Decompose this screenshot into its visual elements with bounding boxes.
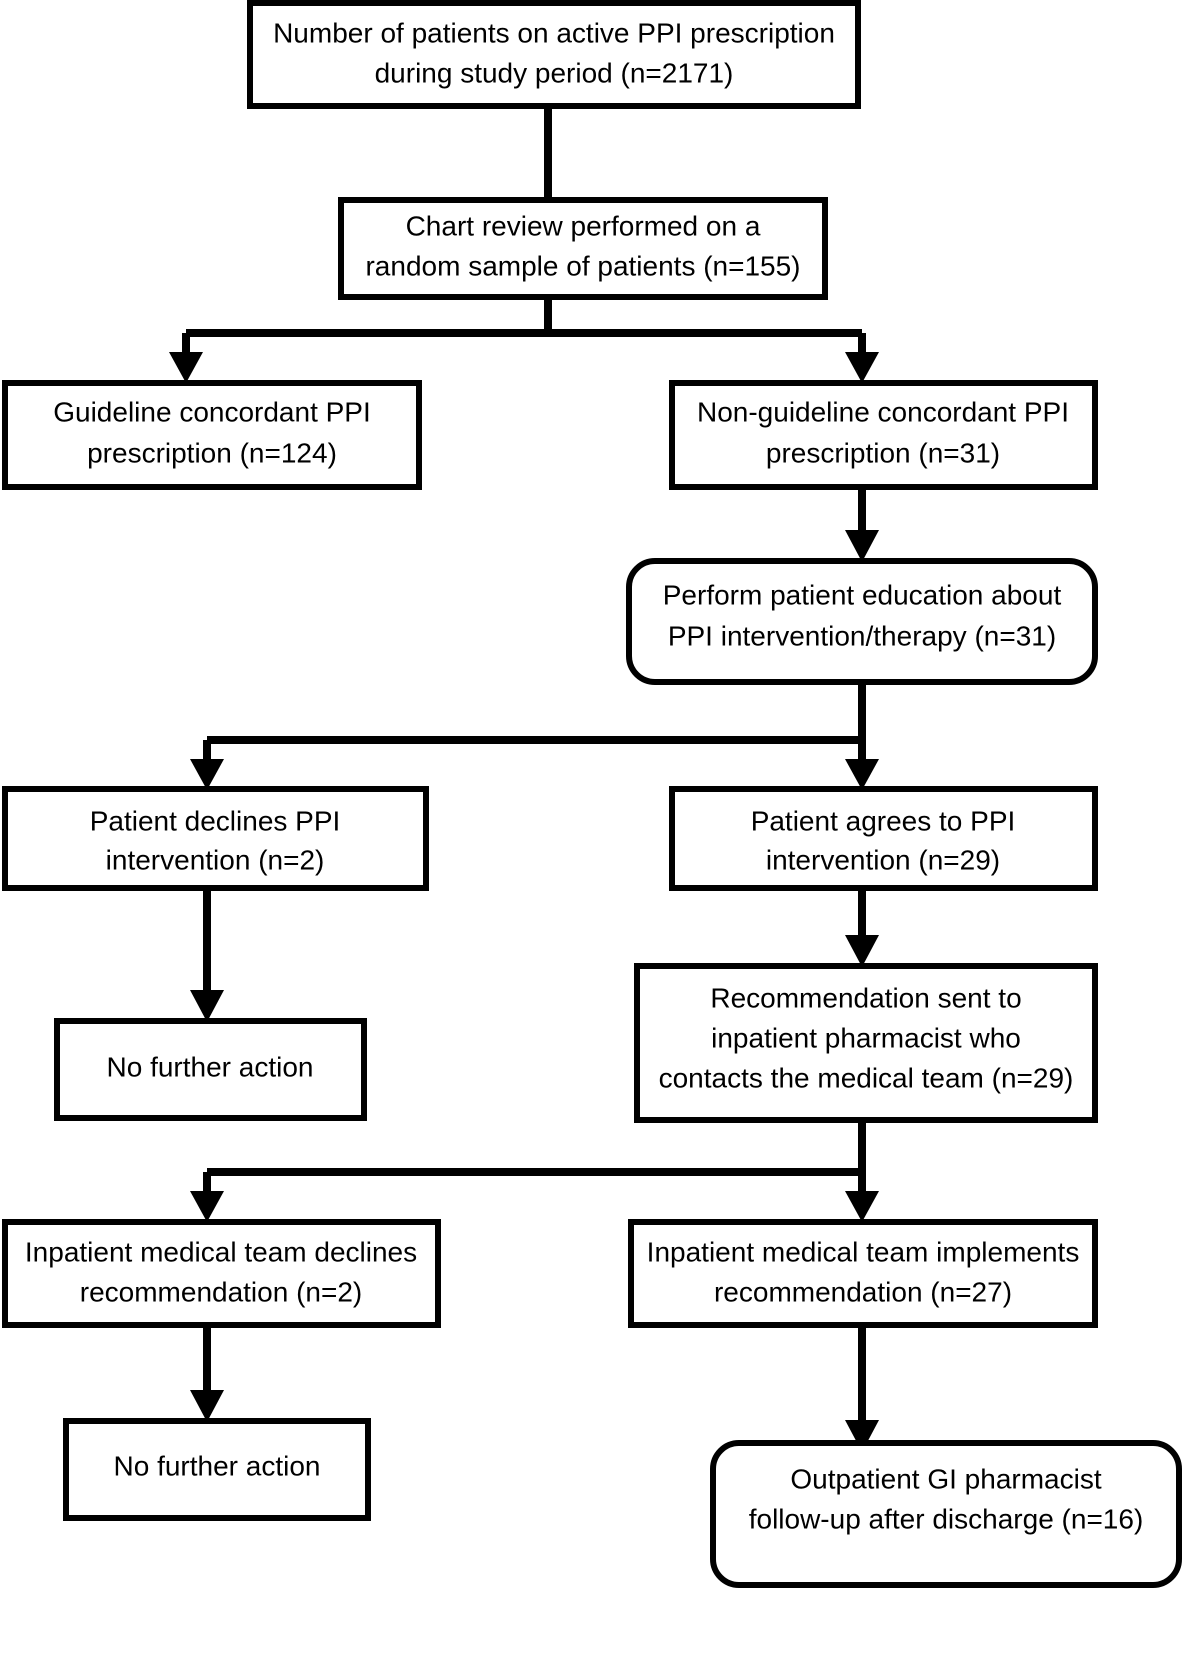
node-no-further-action-lower: No further action [63,1418,371,1521]
arrow-head-to-n13 [845,1420,879,1452]
arrow-head-to-n5 [845,530,879,562]
node-patient-declines: Patient declines PPI intervention (n=2) [2,786,429,891]
edge-n10-to-n12 [190,1325,224,1422]
node-n2-line2: random sample of patients (n=155) [365,250,800,281]
node-n4-line1: Non-guideline concordant PPI [697,396,1069,427]
node-outpatient-gi-followup: Outpatient GI pharmacist follow-up after… [710,1440,1182,1588]
node-n1-line2: during study period (n=2171) [375,57,734,88]
edge-n4-to-n5 [845,487,879,562]
node-n3-line2: prescription (n=124) [87,437,337,468]
node-n13-line1: Outpatient GI pharmacist [790,1463,1101,1494]
node-n6-line1: Patient declines PPI [90,805,341,836]
node-patient-agrees: Patient agrees to PPI intervention (n=29… [669,786,1098,891]
node-recommendation-sent: Recommendation sent to inpatient pharmac… [634,963,1098,1123]
arrow-head-to-n4 [845,352,879,383]
edge-n11-to-n13 [845,1325,879,1452]
node-n6-line2: intervention (n=2) [106,844,325,875]
node-n8-line1: No further action [107,1051,314,1082]
arrow-head-to-n8 [190,990,224,1022]
node-patients-on-active-ppi: Number of patients on active PPI prescri… [247,0,861,109]
arrow-head-to-n11 [845,1191,879,1222]
node-perform-patient-education: Perform patient education about PPI inte… [626,558,1098,685]
node-guideline-concordant: Guideline concordant PPI prescription (n… [2,380,422,490]
arrow-head-to-n12 [190,1390,224,1422]
edge-n6-to-n8 [190,888,224,1022]
node-n7-line1: Patient agrees to PPI [751,805,1016,836]
edge-n9-branch [190,1120,879,1222]
node-n9-line3: contacts the medical team (n=29) [659,1062,1074,1093]
edge-n7-to-n9 [845,888,879,967]
node-n13-line2: follow-up after discharge (n=16) [749,1503,1144,1534]
node-n9-line1: Recommendation sent to [710,982,1021,1013]
edge-n5-branch [190,682,879,790]
node-team-declines: Inpatient medical team declines recommen… [2,1219,441,1328]
node-n5-line2: PPI intervention/therapy (n=31) [668,620,1056,651]
node-n7-line2: intervention (n=29) [766,844,1000,875]
edge-n2-branch [169,297,879,383]
node-n10-line2: recommendation (n=2) [80,1276,362,1307]
arrow-head-to-n6 [190,759,224,790]
arrow-head-to-n3 [169,352,203,383]
node-non-guideline-concordant: Non-guideline concordant PPI prescriptio… [669,380,1098,490]
node-n5-line1: Perform patient education about [663,579,1062,610]
node-n3-line1: Guideline concordant PPI [53,396,371,427]
arrow-head-to-n7 [845,759,879,790]
node-n4-line2: prescription (n=31) [766,437,1000,468]
node-n10-line1: Inpatient medical team declines [25,1236,417,1267]
arrow-head-to-n9 [845,935,879,967]
node-n1-line1: Number of patients on active PPI prescri… [273,17,835,48]
node-n12-line1: No further action [114,1450,321,1481]
node-n11-line2: recommendation (n=27) [714,1276,1012,1307]
node-chart-review: Chart review performed on a random sampl… [338,197,828,300]
node-n11-line1: Inpatient medical team implements [647,1236,1080,1267]
node-n9-line2: inpatient pharmacist who [711,1022,1021,1053]
node-n2-line1: Chart review performed on a [406,210,761,241]
node-no-further-action-upper: No further action [54,1018,367,1121]
arrow-head-to-n10 [190,1191,224,1222]
node-team-implements: Inpatient medical team implements recomm… [628,1219,1098,1328]
